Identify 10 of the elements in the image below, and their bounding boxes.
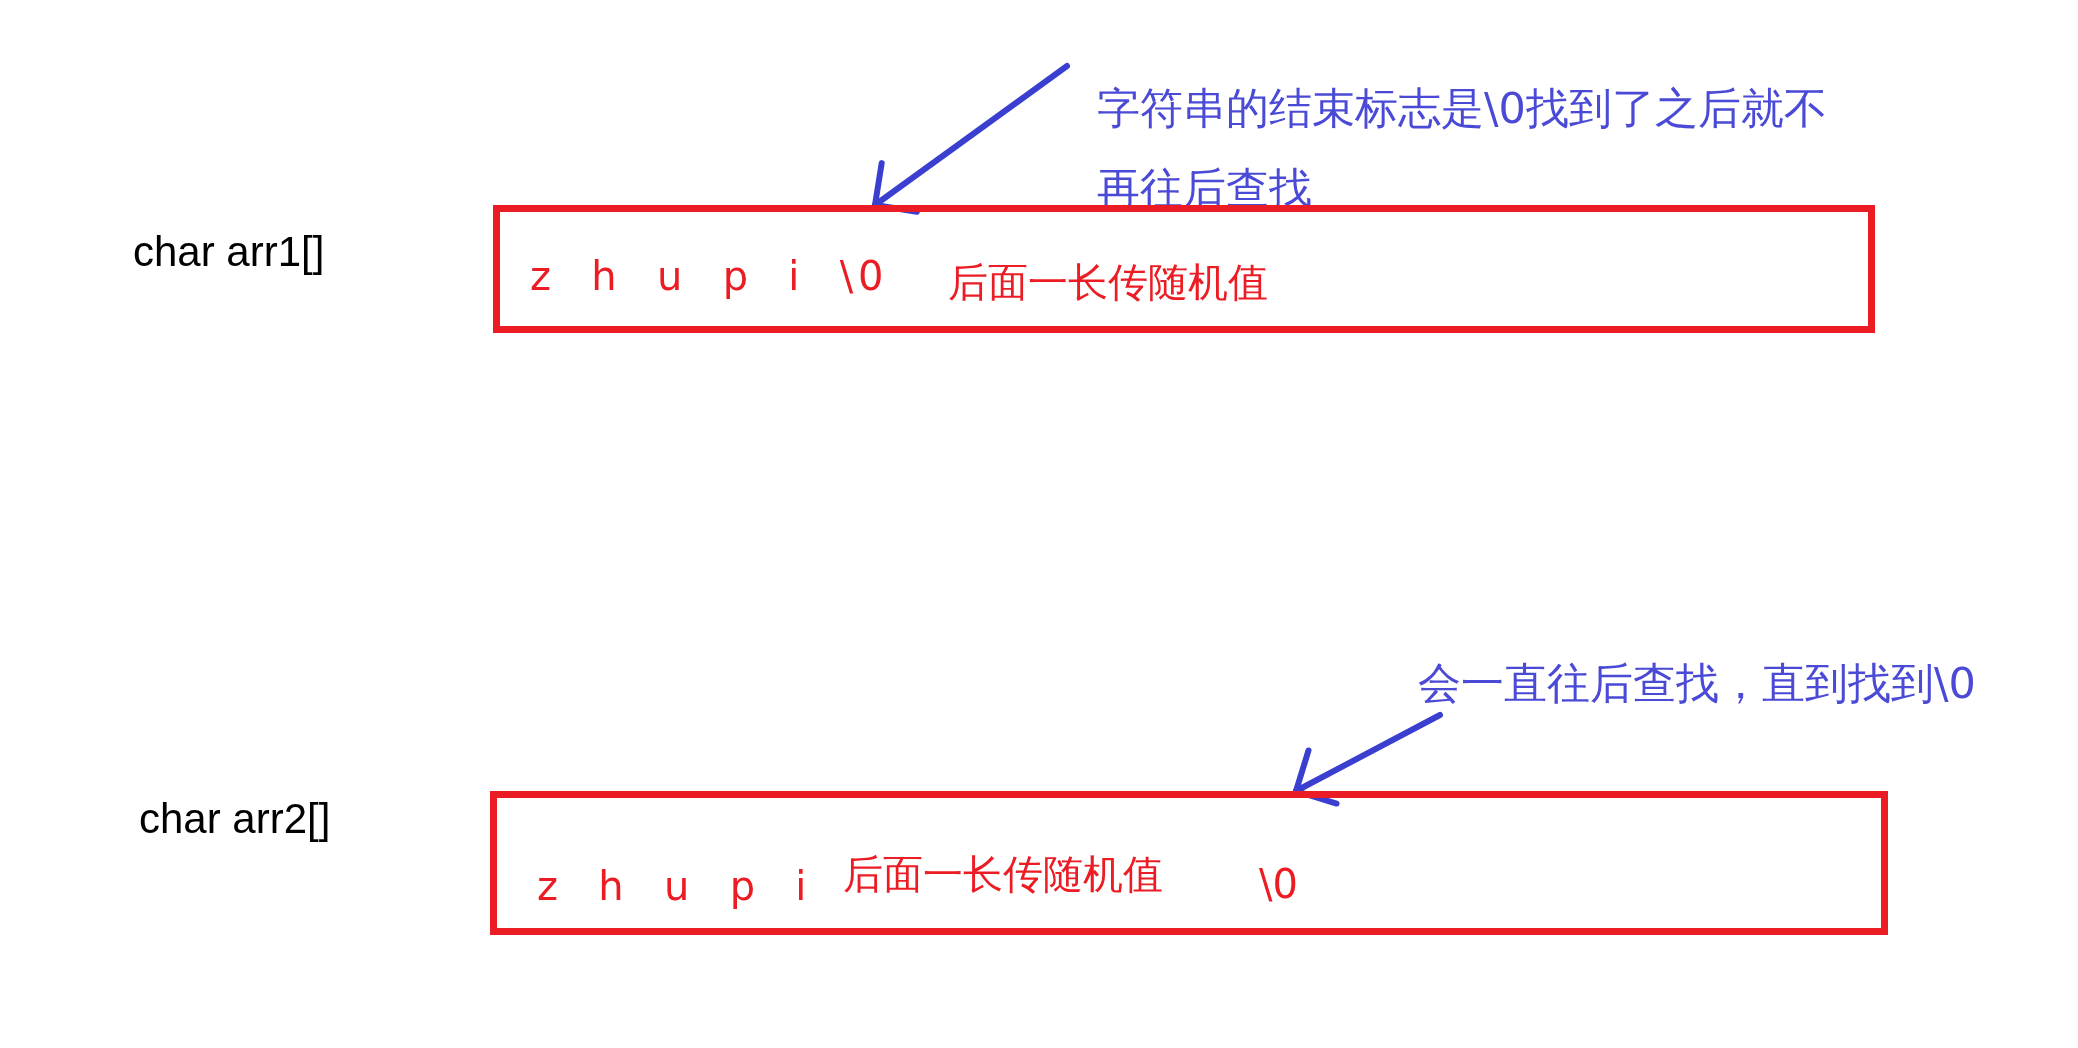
array-box [493,205,1875,333]
array-declaration: char arr1[] [133,228,325,276]
array-content: 后面一长传随机值 [843,854,1163,894]
annotation-text: 会一直往后查找，直到找到\0 [1418,657,1977,710]
arrow [1293,712,1443,807]
array-content: 后面一长传随机值 [948,262,1268,302]
array-content: \0 [1259,864,1298,904]
arrow [872,63,1070,215]
array-box [490,791,1888,935]
array-declaration: char arr2[] [139,795,331,843]
